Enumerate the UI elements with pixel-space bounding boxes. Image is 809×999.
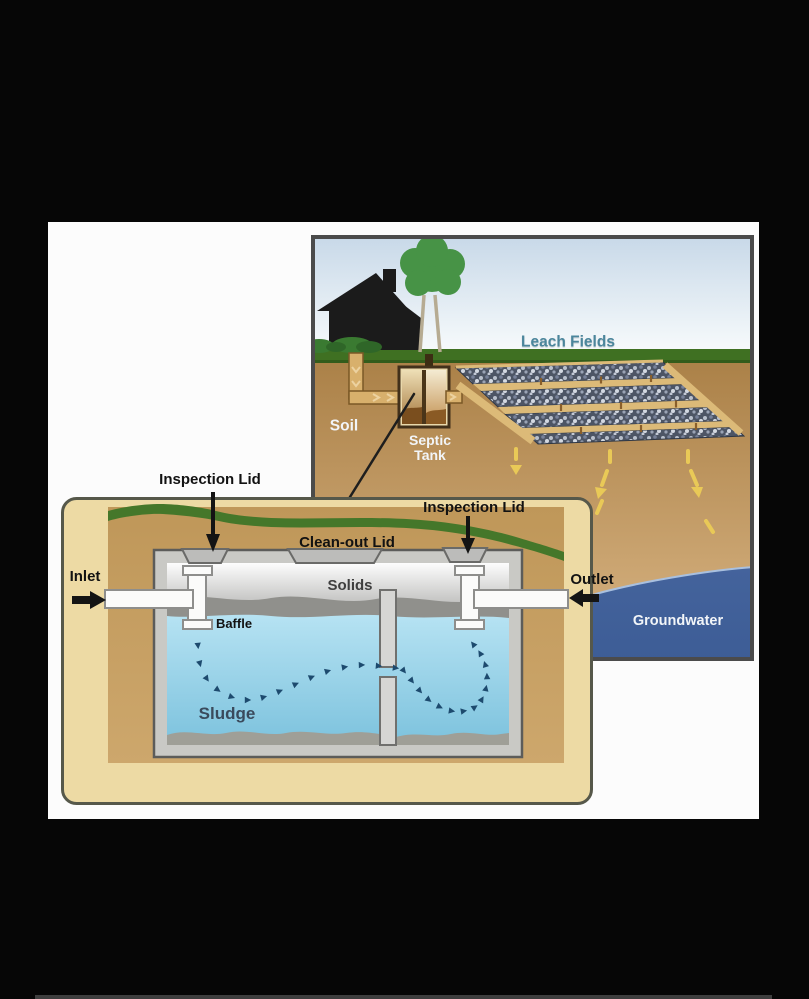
- septic-tank-small: [397, 354, 451, 429]
- inlet-pipe-baffle: [104, 565, 213, 630]
- left-trench: [455, 381, 536, 445]
- tank-cross-section: [61, 497, 593, 805]
- sludge-right: [396, 732, 509, 745]
- septic-tank-label-line1: Septic: [408, 431, 452, 448]
- outlet-pipe-baffle: [454, 565, 569, 630]
- sludge-left: [167, 731, 380, 745]
- septic-tank-label-line2: Tank: [414, 447, 446, 463]
- grass-strip: [311, 349, 754, 362]
- groundwater-label: Groundwater: [632, 613, 724, 630]
- baffle-label: Baffle: [215, 615, 253, 631]
- percolation-arrows: [514, 447, 715, 534]
- outlet-pipe: [473, 589, 569, 609]
- divider-wall-upper: [379, 589, 397, 668]
- outlet-arrow-icon: [569, 589, 599, 607]
- bushes: [311, 337, 382, 353]
- right-trench: [662, 362, 744, 436]
- tank-detail-view: [61, 497, 593, 805]
- inspection-lid-left-label: Inspection Lid: [159, 470, 261, 488]
- soil-label: Soil: [329, 417, 359, 435]
- groundwater-area: [575, 567, 754, 661]
- bottom-frame-strip: [35, 995, 772, 999]
- clean-out-lid-cap: [286, 548, 384, 564]
- inspection-lid-right-label: Inspection Lid: [423, 498, 525, 516]
- solids-band: [167, 596, 509, 618]
- inlet-pipe: [104, 589, 194, 609]
- septic-tank-label: Septic Tank: [408, 431, 452, 463]
- access-lids: [180, 547, 489, 564]
- inlet-arrow-icon: [72, 591, 106, 609]
- tree-icon: [400, 235, 465, 353]
- inspection-arrow-left-icon: [206, 492, 220, 552]
- water-layer: [167, 613, 509, 745]
- house-silhouette: [317, 269, 421, 350]
- detail-grass: [108, 504, 564, 561]
- pipe-joint-ticks: [539, 375, 698, 434]
- divider-wall-lower: [379, 676, 397, 746]
- outlet-label: Outlet: [570, 570, 614, 588]
- sludge-label: Sludge: [198, 703, 256, 723]
- callout-connector-line: [343, 392, 416, 507]
- solids-label: Solids: [327, 576, 373, 594]
- leach-field: [454, 359, 746, 445]
- diagram-canvas: Inspection Lid Inspection Lid Clean-out …: [48, 222, 759, 819]
- inspection-arrow-right-icon: [461, 516, 475, 554]
- inlet-label: Inlet: [69, 567, 101, 585]
- leach-fields-label: Leach Fields: [521, 333, 615, 351]
- clean-out-lid-label: Clean-out Lid: [299, 533, 395, 551]
- inspection-lid-right-cap: [441, 547, 489, 563]
